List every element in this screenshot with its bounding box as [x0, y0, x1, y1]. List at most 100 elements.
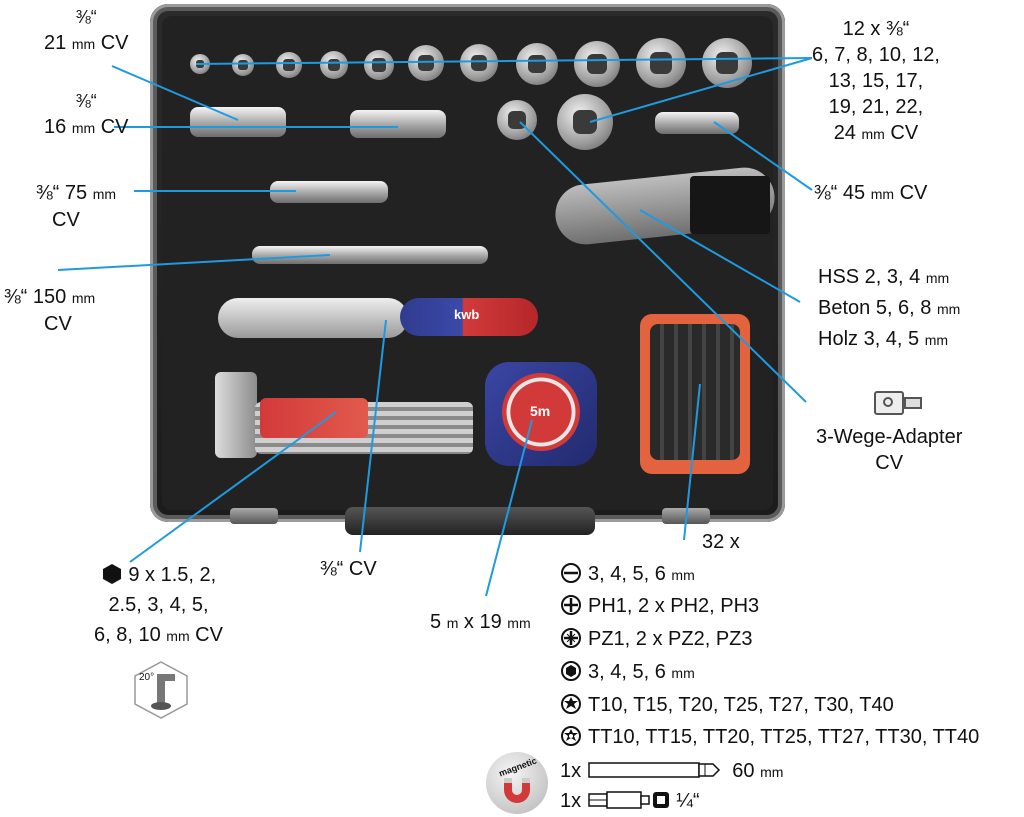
label-socket16-mat: CV: [100, 116, 129, 138]
leader-ext150: [57, 254, 331, 271]
leader-ujoint: [713, 121, 813, 191]
angle-icon: 20°: [131, 660, 191, 720]
quarter-adapter-icon: [587, 790, 671, 810]
label-ext75-unit: mm: [92, 186, 117, 202]
socket-8: [276, 52, 302, 78]
ratchet-brand: kwb: [454, 307, 480, 322]
label-bits-count: 32 x: [702, 531, 740, 553]
angle-label: 20°: [139, 672, 155, 683]
bits-hex-text: 3, 4, 5, 6: [588, 661, 666, 683]
label-hex-line3-unit: mm: [166, 628, 190, 644]
holder-60-text: 60: [732, 760, 755, 782]
label-socket16-unit: mm: [71, 120, 96, 136]
socket-15: [460, 44, 498, 82]
holder-quarter-text: ¼“: [676, 790, 700, 812]
bit-holder-icon: [587, 760, 727, 780]
label-adapter: 3-Wege-Adapter CV: [816, 424, 962, 476]
socket-22: [702, 38, 752, 88]
label-adapter-name: 3-Wege-Adapter: [816, 426, 963, 448]
holder-quarter: 1x ¼“: [560, 789, 700, 813]
label-sockets-row1: 6, 7, 8, 10, 12,: [812, 44, 940, 66]
label-drill-hss-unit: mm: [925, 270, 950, 286]
label-sockets-row4-mat: CV: [890, 122, 919, 144]
magnetic-badge: magnetic: [486, 752, 548, 814]
leader-drills: [639, 209, 801, 303]
label-socket21-size: 21: [44, 32, 67, 54]
bits-hex: 3, 4, 5, 6 mm: [560, 660, 695, 685]
label-socket21-unit: mm: [71, 36, 96, 52]
label-ujoint: ⅜“ 45 mm CV: [814, 181, 927, 206]
extension-75: [270, 181, 388, 203]
tamper-torx-icon: [560, 725, 582, 747]
label-ujoint-size: 45: [842, 182, 866, 204]
case-handle[interactable]: [345, 507, 595, 535]
slotted-icon: [560, 562, 582, 584]
bits-phillips-text: PH1, 2 x PH2, PH3: [588, 595, 760, 617]
bits-hex-unit: mm: [671, 665, 695, 681]
leader-socket-24: [589, 57, 813, 123]
label-adapter-mat: CV: [875, 452, 904, 474]
bits-torx: T10, T15, T20, T25, T27, T30, T40: [560, 693, 894, 717]
label-hex-line3-num: 6, 8, 10: [94, 624, 161, 646]
label-sockets-row3: 19, 21, 22,: [828, 96, 924, 118]
label-sockets-count: 12 x ⅜“: [842, 18, 910, 40]
universal-joint: [655, 112, 739, 134]
label-ext150-size: 150: [32, 286, 67, 308]
label-ext150-unit: mm: [71, 290, 96, 306]
tape-face-label: 5m: [530, 403, 551, 419]
label-hex-line3-mat: CV: [195, 624, 223, 646]
socket-13: [408, 45, 444, 81]
bits-slotted-text: 3, 4, 5, 6: [588, 563, 666, 585]
label-tape-len-unit: m: [446, 615, 459, 631]
label-tape: 5 m x 19 mm: [430, 610, 531, 635]
label-sockets-row4-num: 24: [833, 122, 856, 144]
bits-pozidriv: PZ1, 2 x PZ2, PZ3: [560, 627, 753, 651]
label-tape-len: 5: [430, 611, 442, 633]
holder-60-unit: mm: [760, 764, 784, 780]
holder-60-qty: 1x: [560, 760, 582, 782]
label-sockets-row2: 13, 15, 17,: [828, 70, 924, 92]
label-drill-holz: Holz 3, 4, 5: [818, 328, 920, 350]
leader-ratchet: [359, 319, 387, 553]
hex-icon: [560, 660, 582, 682]
label-sockets-row4-unit: mm: [861, 126, 885, 142]
hex-keys-icon: [101, 563, 123, 585]
label-hex-line2: 2.5, 3, 4, 5,: [108, 594, 209, 616]
ratchet-head: [218, 298, 408, 338]
label-socket21-mat: CV: [100, 32, 129, 54]
bits-tamper-torx-text: TT10, TT15, TT20, TT25, TT27, TT30, TT40: [588, 726, 980, 748]
label-hex-line1: 9 x 1.5, 2,: [128, 564, 217, 586]
label-drill-beton-unit: mm: [936, 301, 961, 317]
bits-pozidriv-text: PZ1, 2 x PZ2, PZ3: [588, 628, 753, 650]
label-drill-hss: HSS 2, 3, 4: [818, 266, 921, 288]
label-ext150: ⅜“ 150 mm CV: [4, 284, 95, 337]
holder-60: 1x 60 mm: [560, 759, 783, 784]
leader-adapter: [519, 121, 807, 403]
label-drills: HSS 2, 3, 4 mm Beton 5, 6, 8 mm Holz 3, …: [818, 262, 960, 355]
ratchet-handle: [400, 298, 538, 336]
leader-hex: [129, 411, 337, 563]
label-ext75-size: 75: [64, 182, 88, 204]
leader-sockets-row: [195, 57, 813, 65]
label-ujoint-mat: CV: [899, 182, 928, 204]
bits-slotted-unit: mm: [671, 567, 695, 583]
label-socket16-size: 16: [44, 116, 67, 138]
label-ext75-mat: CV: [52, 209, 80, 231]
leader-tape: [485, 419, 533, 597]
label-ext150-frac: ⅜“: [4, 286, 28, 308]
leader-socket21: [111, 65, 239, 121]
extension-150: [252, 246, 488, 264]
label-ratchet-mat: CV: [348, 558, 377, 580]
socket-19: [574, 41, 620, 87]
case-latch-left[interactable]: [230, 508, 278, 524]
bits-phillips: PH1, 2 x PH2, PH3: [560, 594, 759, 618]
label-ratchet: ⅜“ CV: [320, 557, 377, 581]
holder-quarter-qty: 1x: [560, 790, 582, 812]
label-drill-holz-unit: mm: [924, 332, 949, 348]
bits-torx-text: T10, T15, T20, T25, T27, T30, T40: [588, 694, 894, 716]
pozidriv-icon: [560, 627, 582, 649]
socket-10: [320, 51, 348, 79]
socket-17: [516, 43, 558, 85]
label-socket16: ⅜“ 16 mm CV: [44, 88, 129, 141]
